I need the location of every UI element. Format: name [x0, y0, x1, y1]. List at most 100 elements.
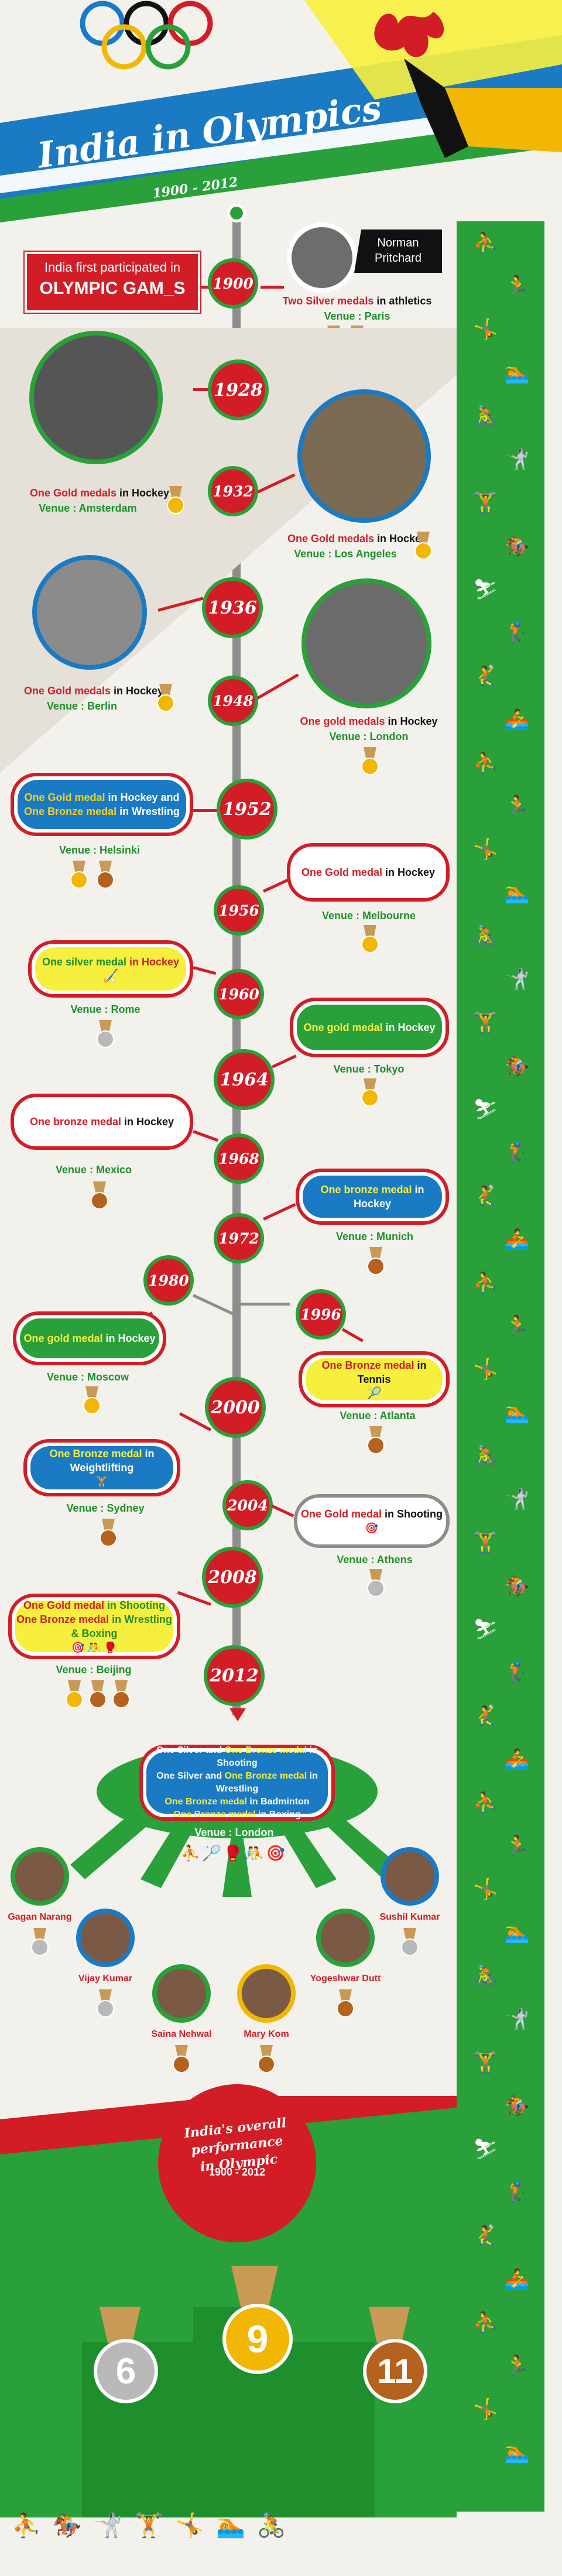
- year-1932: 1932: [208, 466, 258, 516]
- event-1964-pill: One gold medal in Hockey: [290, 998, 449, 1057]
- athlete-photo: [152, 1964, 211, 2023]
- year-2008: 2008: [202, 1547, 263, 1608]
- event-1972-pill: One bronze medal in Hockey: [296, 1169, 449, 1225]
- first-participation-box: India first participated in OLYMPIC GAM_…: [25, 252, 200, 313]
- athlete-photo: [381, 1847, 439, 1906]
- ribbon-bronze: [369, 2307, 410, 2343]
- sport-icon: ⛷: [473, 2137, 499, 2161]
- athlete-photo: [11, 1847, 69, 1906]
- sports-icons-sidebar: [457, 221, 544, 2512]
- year-1964: 1964: [214, 1049, 275, 1110]
- event-2008-pill: One Gold medal in Shooting One Bronze me…: [8, 1594, 180, 1659]
- medal-1980: [83, 1386, 101, 1414]
- sport-icon: 🤸: [473, 1358, 498, 1381]
- medal-1948: [361, 747, 379, 775]
- athlete-name: Vijay Kumar: [78, 1974, 133, 1984]
- arrow-2004: [271, 1505, 294, 1517]
- event-1948-text: One gold medals in Hockey: [300, 715, 438, 727]
- sport-icon: 🤾: [473, 2224, 498, 2248]
- medal-2000: [100, 1519, 117, 1547]
- sport-icon: 🤸: [473, 318, 498, 341]
- name-tag-pritchard: Norman Pritchard: [354, 229, 442, 273]
- sport-icon: ⛹: [473, 2311, 498, 2334]
- sport-icon: 🏃: [505, 275, 530, 298]
- venue-2004: Venue : Athens: [337, 1554, 413, 1566]
- sport-icon: 🏃: [505, 794, 530, 818]
- venue-1964: Venue : Tokyo: [333, 1063, 405, 1075]
- sport-icon: 🏊: [505, 1921, 530, 1944]
- arrow-2012-down: [229, 1708, 246, 1721]
- torch-icon: [374, 12, 562, 158]
- sport-icon: ⛹: [473, 1791, 498, 1814]
- event-1936-text: One Gold medals in Hockey: [23, 685, 164, 697]
- venue-1928: Venue : Amsterdam: [39, 502, 137, 514]
- medal-1952-b: [97, 861, 114, 889]
- event-1968-pill: One bronze medal in Hockey: [11, 1094, 193, 1150]
- medal-1936: [157, 684, 174, 712]
- sport-icon: 🚴: [473, 924, 498, 948]
- arrow-split-right: [237, 1303, 290, 1306]
- sport-icon: 🤺: [505, 1488, 530, 1511]
- athlete-medal: [173, 2045, 190, 2073]
- sport-icon: ⛷: [473, 1098, 499, 1121]
- sport-icon: 🚣: [505, 1228, 530, 1251]
- venue-1980: Venue : Moscow: [46, 1371, 129, 1383]
- sport-icon: 🚴: [473, 1964, 498, 1988]
- event-1952-pill: One Gold medal in Hockey and One Bronze …: [11, 773, 193, 836]
- header-graphic: [0, 0, 562, 222]
- year-1952: 1952: [217, 779, 277, 840]
- event-1928-text: One Gold medals in Hockey: [29, 487, 170, 499]
- sport-icon: ⛹: [473, 1271, 498, 1294]
- event-1960-pill: One silver medal in Hockey🏑: [28, 940, 193, 998]
- athlete-medal: [97, 1989, 114, 2017]
- sport-icon: 🏋: [473, 1011, 498, 1034]
- event-1980-pill: One gold medal in Hockey: [13, 1311, 166, 1365]
- venue-2000: Venue : Sydney: [66, 1502, 145, 1514]
- first-line2: OLYMPIC GAM_S: [39, 279, 186, 298]
- athlete-name: Gagan Narang: [8, 1912, 72, 1922]
- arrow-1928: [193, 388, 221, 391]
- sport-icon: 🏊: [505, 2441, 530, 2464]
- event-1900-text: Two Silver medals in athletics: [282, 295, 432, 307]
- sport-icon: ⛹: [473, 751, 498, 775]
- year-1968: 1968: [214, 1133, 264, 1184]
- medal-2008-b: [89, 1680, 107, 1708]
- event-2000-pill: One Bronze medal in Weightlifting🏋: [23, 1439, 180, 1496]
- overall-circle: [158, 2084, 316, 2242]
- sport-icon: ⛷: [473, 1618, 499, 1641]
- venue-1936: Venue : Berlin: [46, 700, 118, 712]
- arrow-1960: [193, 966, 217, 975]
- year-1948: 1948: [208, 676, 258, 726]
- year-2000: 2000: [205, 1377, 266, 1438]
- sport-icon: ⛷: [473, 578, 499, 601]
- sport-icon: 🏊: [505, 1401, 530, 1424]
- sport-icon: 🤺: [505, 2008, 530, 2031]
- pritchard-name2: Pritchard: [374, 252, 422, 265]
- sport-icon: 🤺: [505, 448, 530, 471]
- sport-icon: 🤸: [473, 1878, 498, 1901]
- sport-icon: 🏃: [505, 2354, 530, 2378]
- medal-1968: [91, 1181, 108, 1210]
- athlete-name: Yogeshwar Dutt: [310, 1974, 381, 1984]
- sport-icon: 🏋: [473, 491, 498, 515]
- event-1996-pill: One Bronze medal in Tennis🎾: [299, 1351, 450, 1407]
- year-1996: 1996: [296, 1289, 346, 1340]
- arrow-1996: [341, 1328, 364, 1342]
- venue-1996: Venue : Atlanta: [340, 1410, 416, 1421]
- year-1980: 1980: [143, 1255, 194, 1306]
- sport-icon: 🏇: [505, 2094, 530, 2118]
- sport-icon: 🤸: [473, 838, 498, 861]
- sport-icon: 🤾: [473, 1704, 498, 1728]
- footer-sports-icons: ⛹🏇🤺🏋🤸🏊🚴: [12, 2513, 298, 2539]
- year-1956: 1956: [214, 885, 264, 936]
- athlete-name: Mary Kom: [244, 2029, 289, 2039]
- event-1932-text: One Gold medals in Hockey: [287, 533, 427, 544]
- medal-1928: [167, 486, 184, 514]
- sport-icon: ⛹: [473, 231, 498, 255]
- athlete-name: Sushil Kumar: [379, 1912, 440, 1922]
- year-1960: 1960: [214, 969, 264, 1019]
- venue-1952: Venue : Helsinki: [59, 844, 140, 856]
- year-1928: 1928: [208, 359, 269, 420]
- sport-icon: 🏌: [505, 1141, 530, 1164]
